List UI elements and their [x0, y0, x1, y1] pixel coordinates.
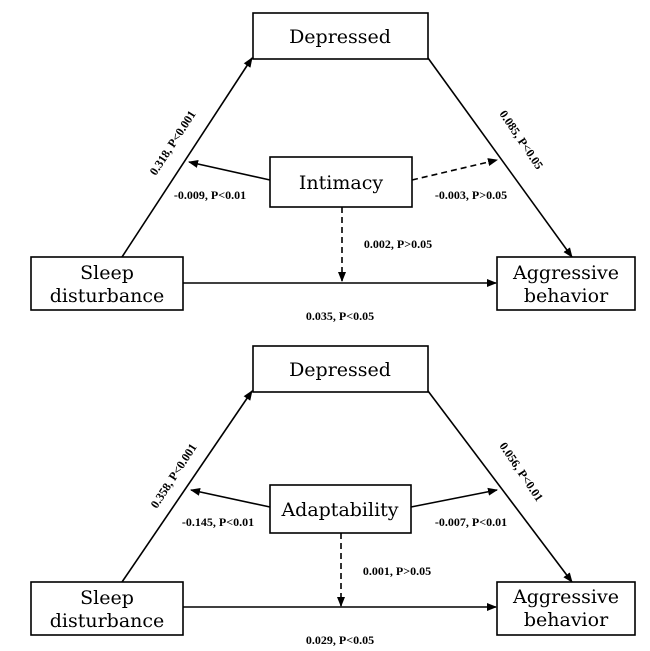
node-depressed: Depressed	[289, 359, 391, 381]
node-aggressive-line2: behavior	[524, 609, 609, 631]
node-depressed: Depressed	[289, 26, 391, 48]
node-aggressive-box	[496, 581, 636, 636]
panel-top: Depressed Intimacy Sleep disturbance Agg…	[30, 12, 636, 323]
node-depressed-box	[252, 345, 429, 393]
node-sleep-line1: Sleep	[80, 262, 134, 284]
edge-sleep-to-depressed	[121, 390, 253, 583]
node-depressed-box	[252, 12, 429, 60]
edge-moderator-to-left-path	[188, 160, 271, 181]
node-aggressive-line1: Aggressive	[512, 262, 619, 284]
node-moderator: Intimacy	[299, 172, 383, 194]
label-moderator-to-left: -0.145, P<0.01	[182, 515, 254, 529]
node-sleep-line1: Sleep	[80, 587, 134, 609]
edge-moderator-to-right-path	[410, 487, 498, 508]
node-aggressive-box	[496, 256, 636, 311]
node-sleep-line2: disturbance	[50, 610, 165, 632]
label-moderator-to-left: -0.009, P<0.01	[174, 188, 246, 202]
node-sleep-box	[30, 581, 184, 636]
node-moderator-box	[269, 484, 412, 534]
label-depressed-to-aggressive: 0.056, P<0.01	[496, 440, 546, 504]
edge-moderator-to-right-path	[411, 158, 498, 181]
node-moderator-box	[269, 156, 413, 208]
edge-depressed-to-aggressive	[427, 390, 573, 583]
edge-moderator-to-left-path	[190, 487, 271, 508]
label-sleep-to-depressed: 0.318, P<0.001	[147, 108, 199, 178]
label-sleep-to-depressed: 0.358, P<0.001	[148, 441, 200, 511]
label-moderator-to-right: -0.007, P<0.01	[435, 515, 507, 529]
node-sleep-box	[30, 256, 184, 311]
node-aggressive-line1: Aggressive	[512, 586, 619, 608]
edge-depressed-to-aggressive	[427, 57, 573, 258]
label-direct: 0.035, P<0.05	[306, 309, 374, 323]
label-direct: 0.029, P<0.05	[306, 633, 374, 647]
label-moderator-to-direct: 0.001, P>0.05	[363, 564, 431, 578]
label-moderator-to-direct: 0.002, P>0.05	[364, 237, 432, 251]
label-moderator-to-right: -0.003, P>0.05	[435, 188, 507, 202]
edge-sleep-to-depressed	[121, 57, 253, 258]
node-aggressive-line2: behavior	[524, 285, 609, 307]
node-moderator: Adaptability	[280, 499, 398, 521]
node-sleep-line2: disturbance	[50, 285, 165, 307]
panel-bottom: Depressed Adaptability Sleep disturbance…	[30, 345, 636, 647]
